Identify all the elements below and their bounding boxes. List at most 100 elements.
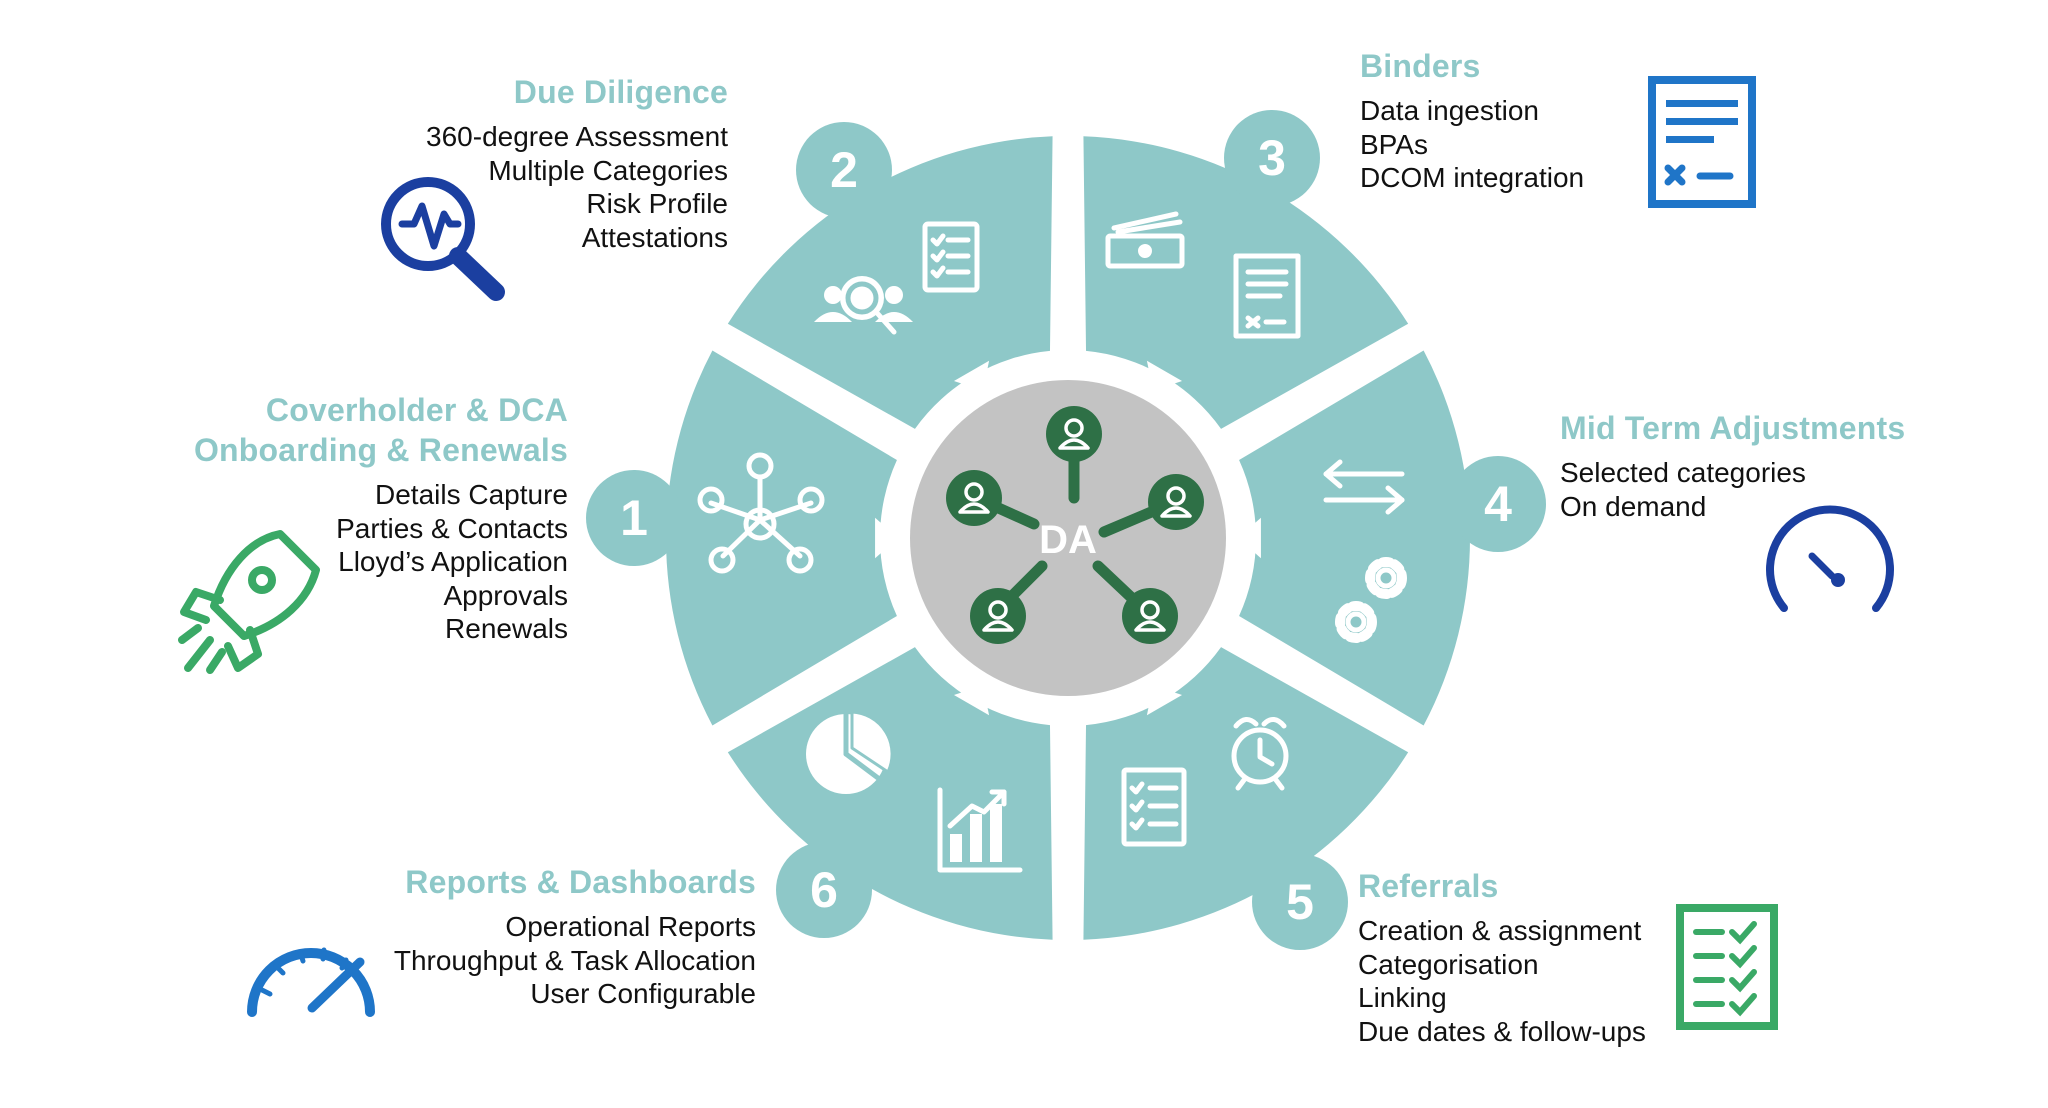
bar-chart-icon [937,787,1023,873]
money-icon [1105,211,1185,269]
da-hub-network [946,406,1204,644]
center-label: DA [1039,518,1097,562]
person-head-icon [1064,418,1084,438]
list-item: Parties & Contacts [336,512,568,544]
document-icon [1648,76,1756,208]
section-items: Creation & assignment Categorisation Lin… [1358,914,1678,1048]
person-body-icon [1058,438,1090,450]
step-number-2: 2 [830,142,858,198]
step-number-1: 1 [620,490,648,546]
list-item: Due dates & follow-ups [1358,1015,1646,1047]
list-item: Creation & assignment [1358,915,1642,946]
section-title: Referrals [1358,868,1499,904]
person-node [1122,588,1178,644]
wheel-segment-6 [727,647,1053,940]
section-title: Due Diligence [513,74,728,110]
list-item: Details Capture [375,479,568,510]
task-list-icon [1121,767,1187,847]
hub-spoke [1004,560,1048,604]
speedometer-icon [247,947,375,1017]
gears-icon [1335,557,1407,643]
gear-notch [875,517,898,559]
section-items: 360-degree Assessment Multiple Categorie… [120,120,728,254]
people-search-icon [814,276,913,335]
network-icon [697,452,825,574]
list-item: Approvals [443,579,568,611]
gear-notch [1146,685,1183,716]
hub-spoke [988,500,1040,530]
list-item: User Configurable [530,978,756,1009]
section-binders: Binders Data ingestion BPAs DCOM integra… [1360,46,1660,195]
gauge-icon [1766,505,1894,612]
person-node [1046,406,1102,462]
section-title-line-1: Coverholder & DCA [265,392,568,428]
wheel-segment-2 [727,136,1053,429]
person-body-icon [958,502,990,514]
person-body-icon [1160,506,1192,518]
person-node [970,588,1026,644]
gear-notch [953,685,990,716]
section-items: Data ingestion BPAs DCOM integration [1360,94,1660,195]
list-item: Selected categories [1560,457,1806,488]
hub-spoke [1098,504,1162,538]
section-title: Reports & Dashboards [405,864,756,900]
gear-notch [1238,517,1261,559]
section-due-diligence: Due Diligence 360-degree Assessment Mult… [120,72,728,254]
section-items: Selected categories On demand [1560,456,2020,523]
section-referrals: Referrals Creation & assignment Categori… [1358,866,1678,1048]
list-item: Data ingestion [1360,95,1540,126]
person-head-icon [1166,486,1186,506]
step-number-5: 5 [1286,874,1314,930]
step-number-3: 3 [1258,130,1286,186]
rocket-icon [178,530,320,674]
list-item: Risk Profile [586,188,728,219]
section-reports: Reports & Dashboards Operational Reports… [200,862,756,1011]
person-body-icon [982,620,1014,632]
section-title: Mid Term Adjustments [1560,410,1906,446]
transfer-arrows-icon [1323,459,1405,515]
wheel-segments [665,136,1470,940]
magnifier-pulse-icon [381,177,505,301]
list-item: BPAs [1360,128,1428,160]
step-badge-2 [796,122,892,218]
list-item: Linking [1358,982,1447,1013]
hub-spoke [1092,560,1140,606]
person-head-icon [988,600,1008,620]
list-item: 360-degree Assessment [426,121,728,152]
person-head-icon [1140,600,1160,620]
step-number-6: 6 [810,862,838,918]
step-badge-5 [1252,854,1348,950]
checklist-icon [1676,904,1778,1030]
step-badges: 1 2 3 4 5 6 [586,110,1546,950]
wheel-segment-5 [1083,647,1409,940]
section-items: Operational Reports Throughput & Task Al… [200,910,756,1011]
person-node [946,470,1002,526]
alarm-clock-icon [1231,717,1289,791]
step-number-4: 4 [1484,476,1512,532]
step-badge-6 [776,842,872,938]
person-head-icon [964,482,984,502]
step-badge-1 [586,470,682,566]
list-item: Throughput & Task Allocation [393,944,756,976]
gear-notch [1146,360,1183,391]
pie-chart-icon [806,710,894,794]
section-items: Details Capture Parties & Contacts Lloyd… [100,478,568,646]
list-item: DCOM integration [1360,162,1585,193]
section-onboarding: Coverholder & DCA Onboarding & Renewals … [100,390,568,646]
list-item: Lloyd’s Application [338,546,568,577]
list-item: Attestations [581,221,728,253]
gear-notch [953,360,990,391]
section-mid-term: Mid Term Adjustments Selected categories… [1560,408,2020,523]
step-badge-4 [1450,456,1546,552]
list-item: Renewals [445,613,568,644]
section-title-line-2: Onboarding & Renewals [193,432,568,468]
document-small-icon [1233,253,1301,339]
person-node [1148,474,1204,530]
list-item: Categorisation [1358,948,1539,980]
person-body-icon [1134,620,1166,632]
wheel-segment-3 [1083,136,1409,429]
list-item: Multiple Categories [488,154,728,186]
step-badge-3 [1224,110,1320,206]
list-item: On demand [1560,490,1707,522]
